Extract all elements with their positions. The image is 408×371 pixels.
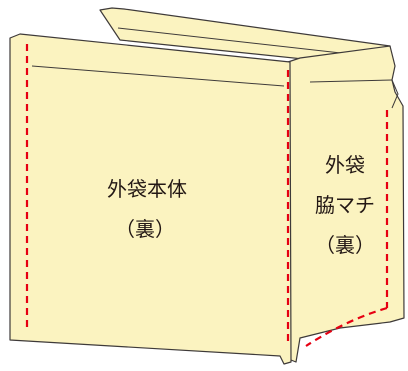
side-panel-fold-line	[309, 79, 393, 83]
side-panel-label-back: （裏）	[315, 233, 375, 257]
front-panel-label-back: （裏）	[115, 217, 175, 241]
side-panel-flap-line	[391, 79, 399, 109]
front-panel-label: 外袋本体	[107, 177, 187, 201]
front-panel-hem-line	[31, 65, 285, 87]
side-panel-label: 外袋	[325, 153, 365, 177]
side-panel	[285, 45, 405, 363]
front-panel	[9, 33, 292, 365]
side-panel-label-gusset: 脇マチ	[315, 193, 375, 217]
